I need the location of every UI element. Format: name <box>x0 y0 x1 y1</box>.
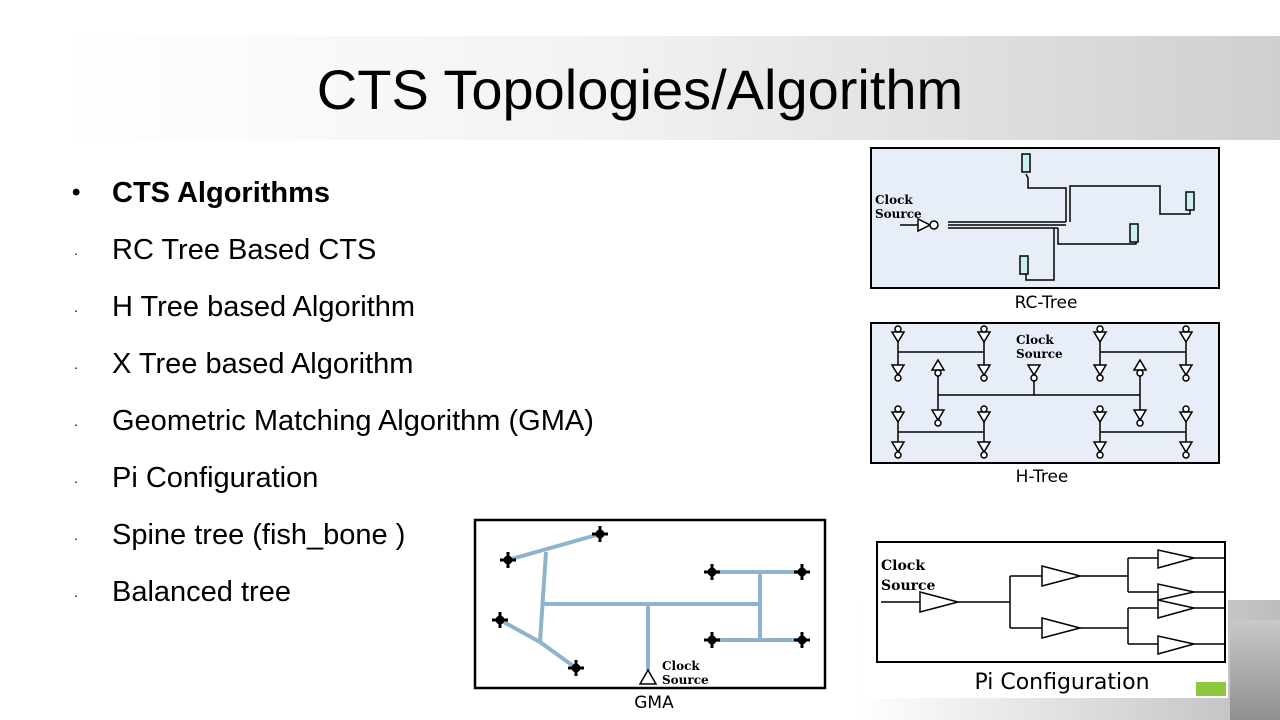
gma-clock-label: Clock <box>662 659 700 673</box>
bullet-text: Pi Configuration <box>112 462 319 494</box>
bullet-item: . H Tree based Algorithm <box>72 284 594 341</box>
h-tree-caption: H-Tree <box>1016 467 1069 487</box>
bullet-text: H Tree based Algorithm <box>112 291 416 323</box>
bullet-text: Balanced tree <box>112 576 291 608</box>
bullet-item: . RC Tree Based CTS <box>72 227 594 284</box>
pi-config-caption: Pi Configuration <box>974 670 1149 695</box>
title-band <box>62 36 1280 140</box>
background-photo-people <box>1230 620 1280 720</box>
bullet-item: . Spine tree (fish_bone ) <box>72 512 594 569</box>
rc-tree-caption: RC-Tree <box>1015 293 1078 312</box>
rc-clock-label: Clock <box>875 193 913 207</box>
bullet-marker: . <box>74 242 78 258</box>
bullet-marker: . <box>74 299 78 315</box>
bullet-marker: • <box>72 179 81 206</box>
bullet-list: • CTS Algorithms . RC Tree Based CTS . H Tr… <box>72 170 594 626</box>
bullet-item: . Geometric Matching Algorithm (GMA) <box>72 398 594 455</box>
pi-config-diagram: Clock Source Pi Configuration <box>862 528 1228 698</box>
bullet-item: . Balanced tree <box>72 569 594 626</box>
pi-source-label: Source <box>881 578 936 594</box>
bullet-item: . Pi Configuration <box>72 455 594 512</box>
rc-source-label: Source <box>875 207 922 221</box>
bullet-marker: . <box>74 413 78 429</box>
gma-diagram: Clock Source GMA <box>473 518 827 713</box>
pi-clock-label: Clock <box>881 558 925 574</box>
gma-caption: GMA <box>634 693 674 713</box>
bullet-marker: . <box>74 527 78 543</box>
bullet-item: . X Tree based Algorithm <box>72 341 594 398</box>
accent-tab <box>1196 682 1226 696</box>
h-source-label: Source <box>1016 347 1063 361</box>
h-tree-diagram: Clock Source <box>870 322 1220 487</box>
bullet-text: Geometric Matching Algorithm (GMA) <box>112 405 594 437</box>
rc-tree-diagram: Clock Source RC-Tree <box>870 147 1220 312</box>
bullet-marker: . <box>74 584 78 600</box>
bullet-marker: . <box>74 356 78 372</box>
slide-title: CTS Topologies/Algorithm <box>316 58 964 121</box>
bullet-item: • CTS Algorithms <box>72 170 594 227</box>
bullet-text: RC Tree Based CTS <box>112 234 377 266</box>
bullet-text: CTS Algorithms <box>112 177 331 209</box>
gma-source-label: Source <box>662 673 709 687</box>
bullet-text: Spine tree (fish_bone ) <box>112 519 406 551</box>
bullet-marker: . <box>74 470 78 486</box>
bullet-text: X Tree based Algorithm <box>112 348 414 380</box>
h-clock-label: Clock <box>1016 333 1054 347</box>
